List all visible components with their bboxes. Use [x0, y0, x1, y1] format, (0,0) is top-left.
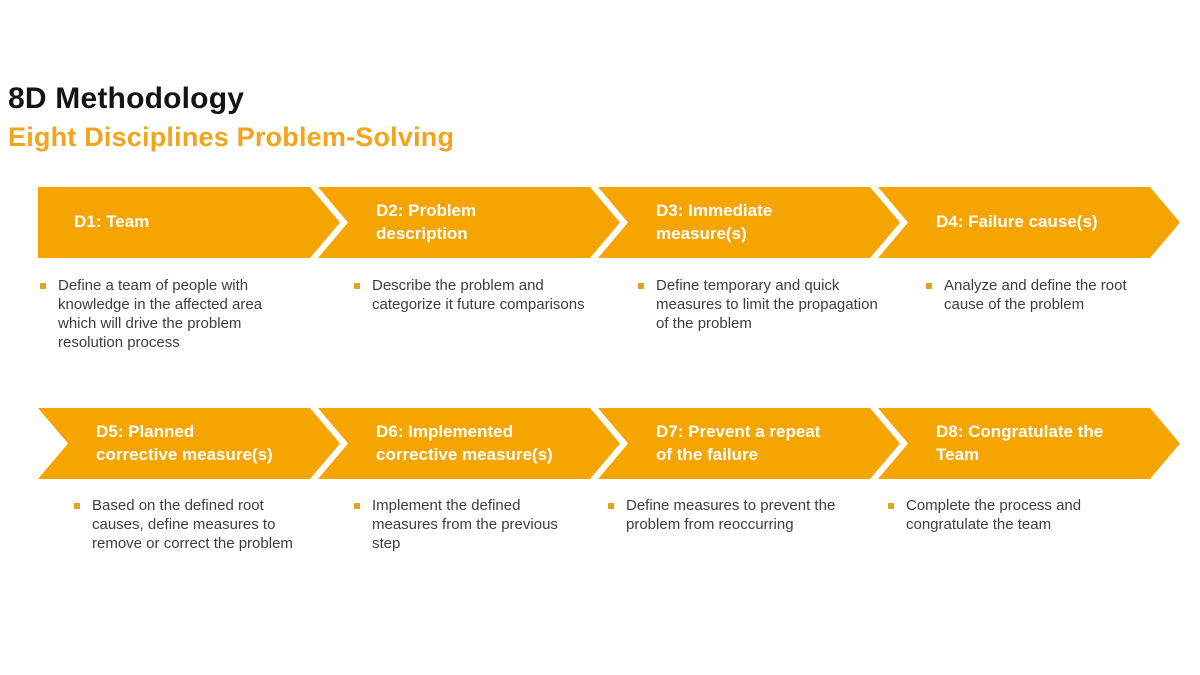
step-description-d6: Implement the defined measures from the … [372, 497, 558, 552]
bullet-square-icon [354, 503, 360, 509]
step-label-d3: D3: Immediate measure(s) [656, 201, 773, 243]
step-arrow-d8: D8: Congratulate the Team [878, 408, 1180, 479]
step-label-d1: D1: Team [74, 212, 150, 232]
step-description-cell-d6: Implement the defined measures from the … [318, 497, 598, 554]
description-row-2: Based on the defined root causes, define… [38, 497, 1158, 554]
description-row-1: Define a team of people with knowledge i… [38, 277, 1158, 353]
process-row-1: D1: Team D2: Problem description D3: Imm… [38, 187, 1180, 258]
header: 8D Methodology Eight Disciplines Problem… [8, 82, 454, 153]
bullet-square-icon [888, 503, 894, 509]
step-label-d7: D7: Prevent a repeat of the failure [656, 422, 821, 464]
step-arrow-d7: D7: Prevent a repeat of the failure [598, 408, 900, 479]
page-subtitle: Eight Disciplines Problem-Solving [8, 122, 455, 152]
step-description-d3: Define temporary and quick measures to l… [656, 277, 878, 332]
step-description-cell-d1: Define a team of people with knowledge i… [38, 277, 318, 353]
step-arrow-d2: D2: Problem description [318, 187, 620, 258]
step-description-d8: Complete the process and congratulate th… [906, 497, 1082, 533]
step-label-d6: D6: Implemented corrective measure(s) [376, 422, 553, 464]
step-arrow-d6: D6: Implemented corrective measure(s) [318, 408, 620, 479]
bullet-square-icon [926, 283, 932, 289]
bullet-square-icon [354, 283, 360, 289]
step-description-d2: Describe the problem and categorize it f… [372, 277, 585, 313]
step-label-d2: D2: Problem description [376, 201, 477, 243]
bullet-square-icon [608, 503, 614, 509]
process-row-2: D5: Planned corrective measure(s) D6: Im… [38, 408, 1180, 479]
step-description-d4: Analyze and define the root cause of the… [944, 277, 1127, 313]
step-description-cell-d7: Define measures to prevent the problem f… [598, 497, 878, 554]
bullet-square-icon [40, 283, 46, 289]
step-description-cell-d5: Based on the defined root causes, define… [38, 497, 318, 554]
step-description-cell-d2: Describe the problem and categorize it f… [318, 277, 598, 353]
bullet-square-icon [74, 503, 80, 509]
step-label-d8: D8: Congratulate the Team [936, 422, 1104, 464]
step-arrow-d1: D1: Team [38, 187, 340, 258]
step-label-d4: D4: Failure cause(s) [936, 212, 1098, 232]
step-label-d5: D5: Planned corrective measure(s) [96, 422, 273, 464]
bullet-square-icon [638, 283, 644, 289]
step-description-d7: Define measures to prevent the problem f… [626, 497, 836, 533]
step-description-cell-d3: Define temporary and quick measures to l… [598, 277, 878, 353]
step-description-d1: Define a team of people with knowledge i… [58, 277, 263, 351]
step-description-cell-d8: Complete the process and congratulate th… [878, 497, 1158, 554]
step-description-d5: Based on the defined root causes, define… [92, 497, 293, 552]
page-title: 8D Methodology [8, 82, 245, 115]
step-arrow-d3: D3: Immediate measure(s) [598, 187, 900, 258]
step-arrow-d5: D5: Planned corrective measure(s) [38, 408, 340, 479]
step-description-cell-d4: Analyze and define the root cause of the… [878, 277, 1158, 353]
step-arrow-d4: D4: Failure cause(s) [878, 187, 1180, 258]
